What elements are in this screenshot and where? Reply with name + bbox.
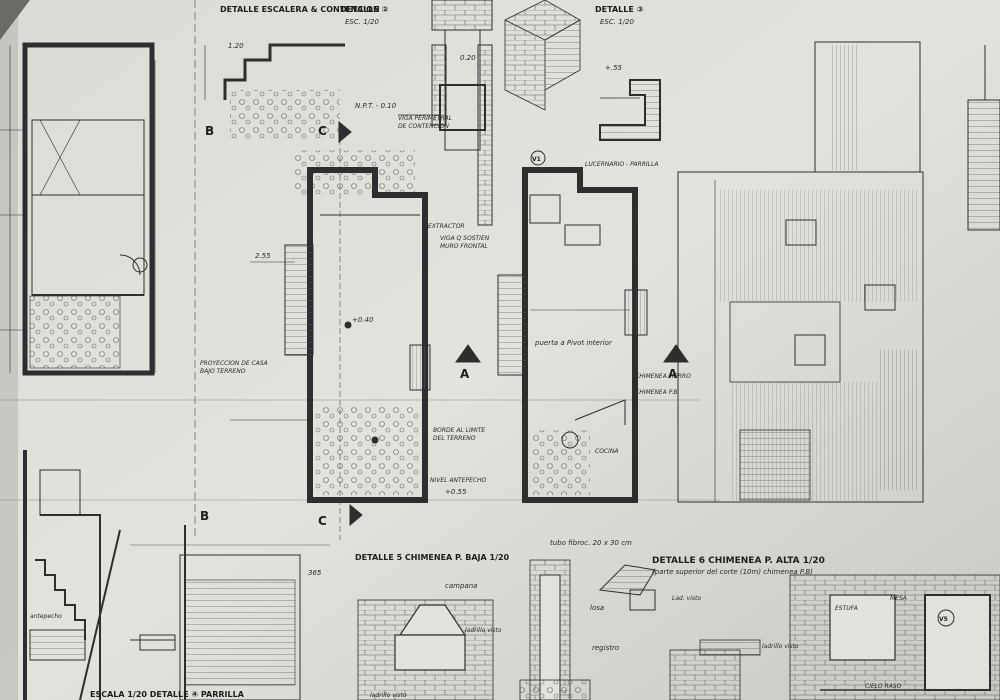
label-campana: campana (445, 582, 477, 590)
title-detalle-5: DETALLE 5 CHIMENEA P. BAJA 1/20 (355, 553, 510, 562)
wall-elevation (789, 574, 1000, 700)
label-del-terreno: DEL TERRENO (433, 435, 476, 442)
title-detalle-6-sub: (parte superior del corte (10m) chimenea… (652, 568, 813, 576)
title-detalle-3-scale: ESC. 1/20 (600, 18, 634, 26)
left-floor-plan (0, 42, 156, 376)
marker-v1: V1 (532, 156, 541, 163)
label-npt: N.P.T. - 0.10 (355, 102, 397, 110)
label-chimenea-fierro: CHIMENEA FIERRO (635, 373, 691, 380)
label-borde-limite: BORDE AL LIMITE (433, 427, 485, 434)
label-viga-sostien: VIGA Q SOSTIEN (440, 235, 490, 242)
label-nivel-antepecho: NIVEL ANTEPECHO (430, 477, 487, 484)
label-cielo-raso: CIELO RASO (865, 683, 902, 690)
marker-a-right: A (668, 367, 678, 381)
marker-b-top: B (205, 124, 214, 138)
marker-a-left: A (460, 367, 470, 381)
title-detalle-escalera: DETALLE ESCALERA & CONTENCION (220, 5, 380, 14)
upper-floor-plan (497, 167, 648, 503)
detail-5-fireplace (357, 559, 591, 700)
detail-6-fireplace-upper (598, 564, 761, 700)
marker-v5: V5 (939, 616, 948, 623)
stair-retaining-detail (204, 43, 345, 140)
label-losa: losa (590, 604, 604, 612)
dimension-labels: 365 1.20 +.55 2.55 +0.40 0.20 (228, 42, 623, 577)
label-cocina: COCINA (595, 448, 618, 455)
label-puerta-pivot: puerta a Pivot interior (534, 339, 613, 347)
title-detalle-4: ESCALA 1/20 DETALLE ④ PARRILLA (90, 690, 245, 699)
label-ladrillo-visto-2: ladrillo visto (762, 643, 799, 650)
label-ladrillo-visto: ladrillo visto (465, 627, 502, 634)
drawing-titles: DETALLE ESCALERA & CONTENCION DETALLE ② … (90, 5, 825, 699)
label-tubo-fibroc: tubo fibroc. 20 x 30 cm (550, 539, 632, 547)
brick-isometric-sketch (504, 0, 581, 111)
label-antepecho: antepecho (30, 613, 62, 620)
label-ladrillo-visto-3: ladrillo visto (370, 692, 407, 699)
label-nivel-antepecho-value: +0.55 (445, 488, 467, 496)
label-lucernario: LUCERNARIO - PARRILLA (585, 161, 658, 168)
title-detalle-2: DETALLE ② (340, 5, 389, 14)
label-chimenea-pb: CHIMENEA P.B (635, 389, 678, 396)
label-muro-frontal: MURO FRONTAL (440, 243, 488, 250)
label-extractor: EXTRACTOR (428, 223, 465, 230)
label-viga-perimetral: VIGA PERIMETRAL (398, 115, 452, 122)
label-estufa: ESTUFA (835, 605, 858, 612)
label-bajo-terreno: BAJO TERRENO (200, 368, 246, 375)
label-proyeccion: PROYECCION DE CASA (200, 360, 268, 367)
title-detalle-6: DETALLE 6 CHIMENEA P. ALTA 1/20 (652, 556, 825, 566)
dim-055: +.55 (605, 64, 623, 72)
marker-c-top: C (318, 124, 327, 138)
title-detalle-3: DETALLE ③ (595, 5, 644, 14)
stair-section-detail (23, 450, 121, 700)
section-markers (338, 120, 689, 527)
marker-b-bottom: B (200, 509, 209, 523)
label-lad-visto: Lad. visto (672, 595, 701, 602)
dim-020: 0.20 (460, 54, 476, 62)
label-registro: registro (592, 644, 619, 652)
right-edge-detail (967, 45, 1000, 231)
detail-4-grill (130, 525, 301, 700)
label-mesa: MESA (890, 595, 907, 602)
dim-120: 1.20 (228, 42, 244, 50)
roof-plan (677, 41, 924, 503)
label-de-contencion: DE CONTENCION (398, 123, 449, 130)
ground-floor-plan (230, 130, 431, 540)
detail-3-section (599, 79, 661, 141)
title-detalle-2-scale: ESC. 1/20 (345, 18, 379, 26)
dim-365: 365 (308, 569, 322, 577)
annotation-labels: VIGA PERIMETRAL DE CONTENCION VIGA Q SOS… (30, 102, 907, 699)
detail-2-section (398, 0, 493, 226)
dim-040: +0.40 (352, 316, 374, 324)
dim-255: 2.55 (255, 252, 271, 260)
marker-letters: A A B B C C V1 V5 (200, 124, 955, 627)
marker-c-bottom: C (318, 514, 327, 528)
